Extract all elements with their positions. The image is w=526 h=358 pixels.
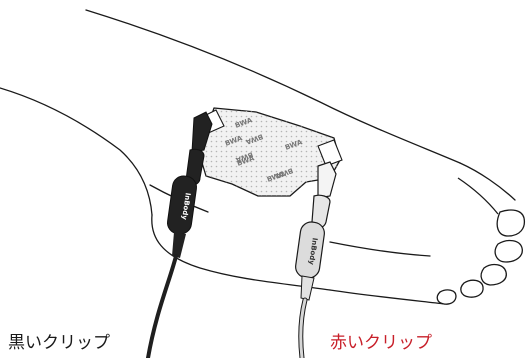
calf-back-line <box>0 87 153 216</box>
little-toe <box>436 289 457 305</box>
heel-line <box>151 214 331 291</box>
big-toe <box>496 209 526 237</box>
black-clip-label: 黒いクリップ <box>8 333 110 353</box>
white-clip-strain-relief <box>300 275 315 301</box>
toes <box>436 177 526 305</box>
second-toe <box>494 239 523 263</box>
black-clip: InBody <box>146 111 213 358</box>
instep-line <box>459 162 516 201</box>
black-clip-strain-relief <box>172 232 186 258</box>
electrode-pad: BWA BWA BWA BWA BWA BWA BWA BWA <box>199 107 343 197</box>
fourth-toe <box>460 279 484 298</box>
toe-joint-line <box>457 177 499 215</box>
black-clip-jaw <box>191 111 213 153</box>
red-clip-label: 赤いクリップ <box>330 333 432 353</box>
black-cable <box>146 254 178 358</box>
white-clip-jaw <box>317 161 337 199</box>
shin-front-line <box>85 9 461 164</box>
white-clip-brand: InBody <box>307 237 319 266</box>
arch-line <box>329 241 431 257</box>
sole-line <box>329 289 446 305</box>
black-clip-grip <box>167 175 197 235</box>
white-clip: InBody <box>295 161 337 358</box>
third-toe <box>480 263 507 286</box>
electrode-tab-right <box>317 139 343 167</box>
black-clip-brand: InBody <box>180 192 192 221</box>
